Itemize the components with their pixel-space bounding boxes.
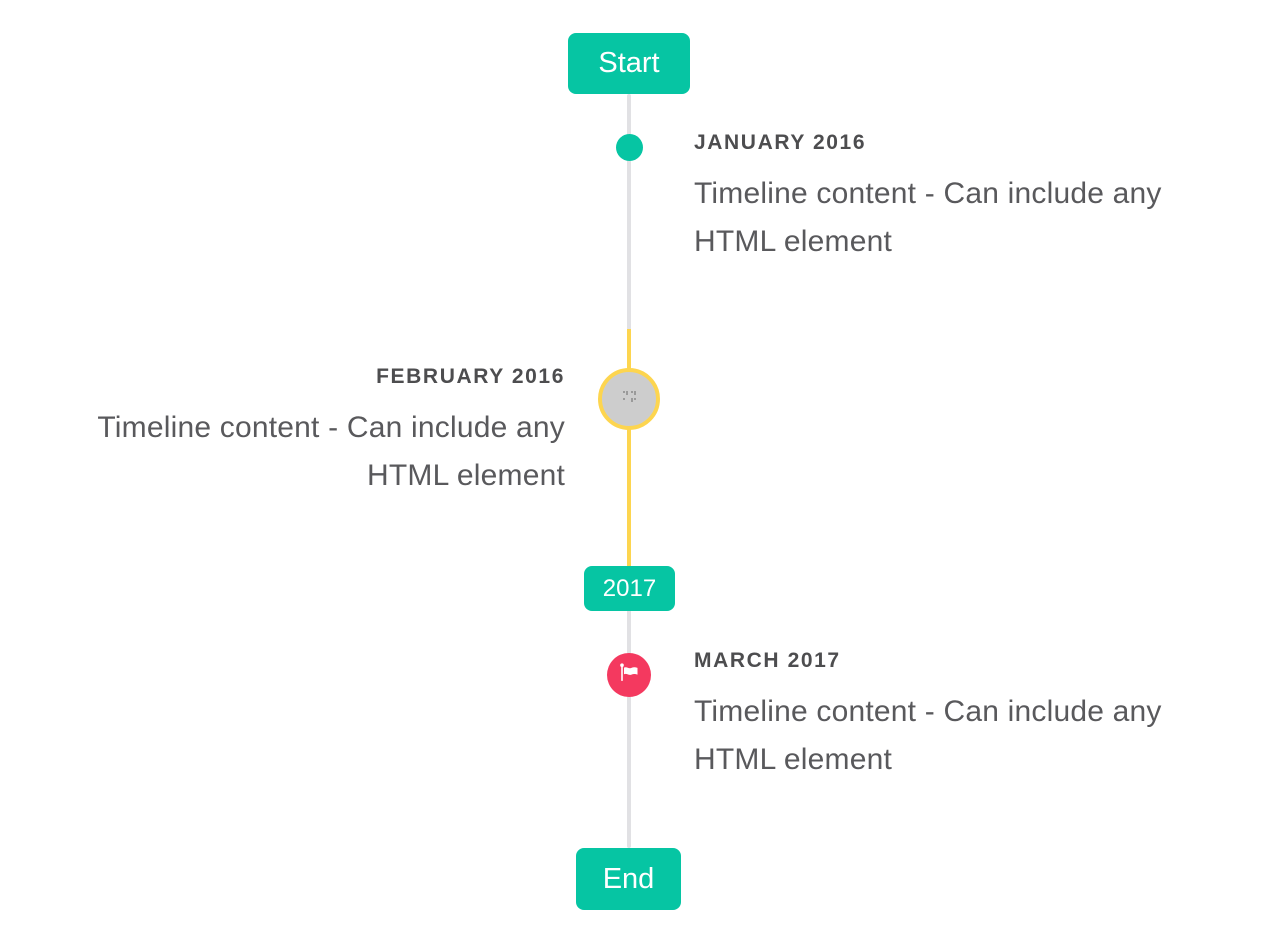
marker-flag-circle-march [607,653,651,697]
broken-image-icon [620,389,638,410]
end-badge: End [576,848,681,910]
item-date: FEBRUARY 2016 [376,365,565,388]
timeline-item-february: FEBRUARY 2016 Timeline content - Can inc… [25,364,565,500]
item-content: Timeline content - Can include any HTML … [694,177,1162,258]
timeline-line-highlight-segment [627,329,631,566]
marker-dot-january [616,134,643,161]
year-divider-label: 2017 [602,574,657,602]
end-badge-label: End [602,862,655,895]
year-divider-badge: 2017 [584,566,675,611]
timeline-item-january: JANUARY 2016 Timeline content - Can incl… [694,130,1234,266]
item-date: MARCH 2017 [694,649,841,672]
item-content: Timeline content - Can include any HTML … [694,695,1162,776]
start-badge: Start [568,33,690,94]
timeline-item-march: MARCH 2017 Timeline content - Can includ… [694,648,1234,784]
marker-image-circle-february [598,368,660,430]
item-content: Timeline content - Can include any HTML … [97,411,565,492]
start-badge-label: Start [598,47,660,79]
item-date: JANUARY 2016 [694,131,867,154]
flag-icon [617,662,641,689]
